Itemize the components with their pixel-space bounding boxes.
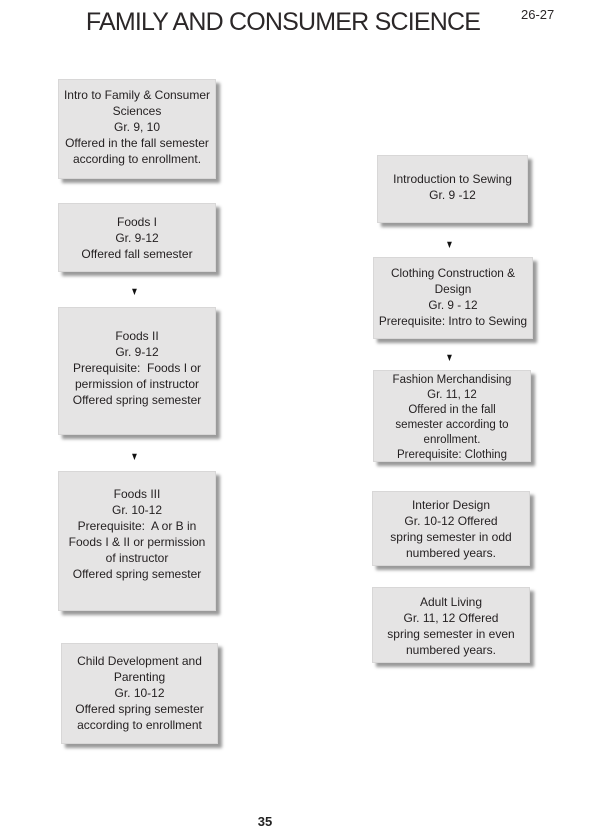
course-box-interior-design: Interior Design Gr. 10-12 Offered spring… [372, 491, 530, 566]
down-arrow-icon: ▼ [445, 352, 454, 364]
course-box-foods-3: Foods III Gr. 10-12 Prerequisite: A or B… [58, 471, 216, 611]
course-box-introduction-to-sewing: Introduction to Sewing Gr. 9 -12 [377, 155, 528, 223]
course-box-foods-1: Foods I Gr. 9-12 Offered fall semester [58, 203, 216, 272]
course-box-fashion-merchandising: Fashion Merchandising Gr. 11, 12 Offered… [373, 370, 531, 462]
course-box-adult-living: Adult Living Gr. 11, 12 Offered spring s… [372, 587, 530, 663]
course-box-clothing-construction-and-design: Clothing Construction & Design Gr. 9 - 1… [373, 257, 533, 339]
course-box-child-development-and-parenting: Child Development and Parenting Gr. 10-1… [61, 643, 218, 744]
page-title: FAMILY AND CONSUMER SCIENCE [85, 8, 481, 36]
down-arrow-icon: ▼ [130, 286, 139, 298]
page-number: 35 [257, 814, 273, 829]
school-year-label: 26-27 [521, 7, 555, 22]
course-box-foods-2: Foods II Gr. 9-12 Prerequisite: Foods I … [58, 307, 216, 435]
down-arrow-icon: ▼ [130, 451, 139, 463]
down-arrow-icon: ▼ [445, 239, 454, 251]
course-box-intro-family-consumer-sciences: Intro to Family & Consumer Sciences Gr. … [58, 79, 216, 179]
